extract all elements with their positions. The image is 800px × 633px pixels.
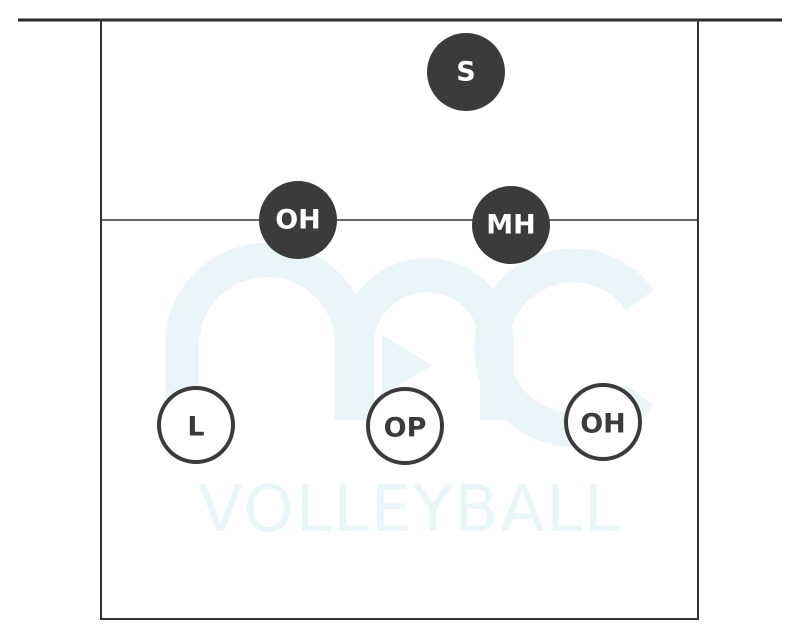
player-label: OH — [580, 409, 626, 440]
player-label: OH — [275, 205, 321, 236]
court-boundary — [100, 19, 699, 620]
player-opposite: OP — [366, 387, 444, 465]
player-label: S — [456, 57, 475, 88]
watermark-play-icon — [382, 335, 432, 395]
player-middle-hitter: MH — [472, 186, 550, 264]
watermark-arch-left-icon — [165, 243, 369, 420]
player-label: L — [187, 412, 204, 443]
player-libero: L — [157, 386, 235, 464]
player-outside-hitter-front: OH — [259, 181, 337, 259]
player-label: OP — [384, 413, 427, 444]
player-outside-hitter-back: OH — [564, 383, 642, 461]
player-setter: S — [427, 33, 505, 111]
watermark-text: VOLLEYBALL — [199, 473, 622, 547]
player-label: MH — [486, 210, 535, 241]
